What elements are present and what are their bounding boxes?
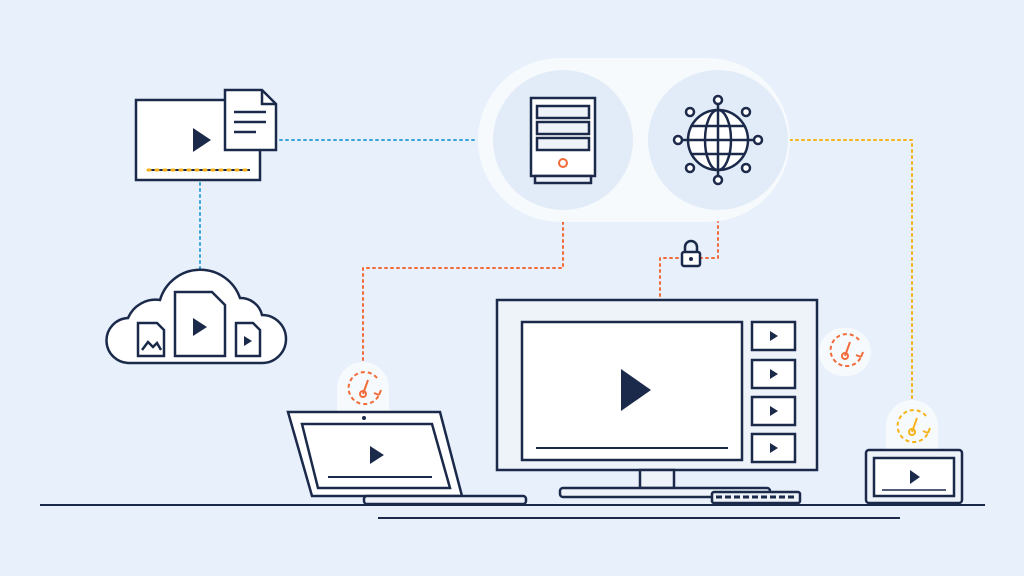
play-icon bbox=[621, 369, 651, 411]
cloud-storage-icon bbox=[105, 268, 288, 365]
document-icon bbox=[223, 88, 278, 152]
connection-server-laptop bbox=[362, 185, 564, 373]
lock-icon bbox=[680, 239, 702, 268]
speedometer-icon bbox=[819, 328, 871, 376]
laptop-icon bbox=[286, 410, 528, 506]
keyboard-icon bbox=[710, 490, 802, 505]
speedometer-icon bbox=[886, 400, 938, 450]
globe-network-icon bbox=[672, 94, 764, 186]
speedometer-icon bbox=[337, 362, 389, 415]
tablet-icon bbox=[864, 448, 964, 505]
connection-globe-tablet bbox=[765, 139, 913, 406]
monitor-icon bbox=[495, 298, 819, 499]
server-icon bbox=[529, 96, 597, 185]
play-icon bbox=[193, 128, 211, 152]
thumbnail-list bbox=[750, 320, 797, 464]
